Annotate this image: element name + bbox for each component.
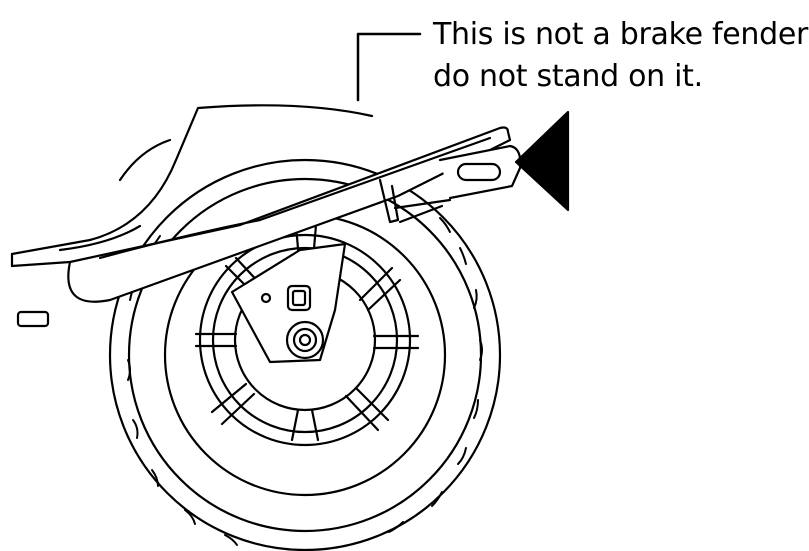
fender-end-cap xyxy=(438,144,522,200)
callout-line-2: do not stand on it. xyxy=(433,59,703,94)
axle-nut xyxy=(285,320,325,360)
callout-leader-line xyxy=(356,32,422,102)
warning-callout: This is not a brake fender, do not stand… xyxy=(433,14,809,98)
callout-line-1: This is not a brake fender, xyxy=(433,17,809,52)
rear-fender xyxy=(67,126,512,303)
black-triangle-arrow-icon xyxy=(514,110,570,212)
scooter-deck xyxy=(10,104,374,328)
